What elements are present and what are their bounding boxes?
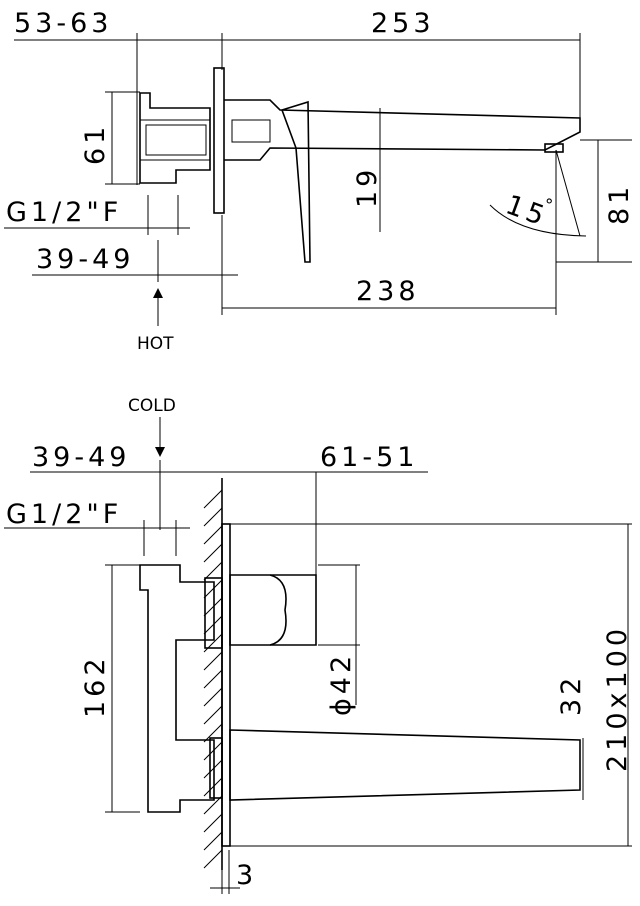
dim-spout-height: 19: [352, 166, 383, 208]
hot-arrow-icon: [153, 288, 163, 326]
dim-lever-reach: 238: [356, 276, 420, 307]
side-view: COLD 39-49 61-51 G1/2"F 162 ϕ42 32 210x1…: [4, 396, 633, 894]
angle-degree-symbol: °: [545, 196, 554, 216]
wall-hatching: [203, 478, 223, 870]
cold-inlet-label: COLD: [128, 396, 176, 416]
top-view: 53-63 253 61 19 G1/2"F 39-49 15 ° 81 238…: [4, 8, 635, 354]
dim-wall-depth: 53-63: [14, 8, 112, 39]
dim-handle-diameter: ϕ42: [326, 652, 357, 716]
dim-offset-top: 39-49: [36, 244, 134, 275]
cold-arrow-icon: [155, 417, 165, 457]
dim-offset-side: 39-49: [32, 442, 130, 473]
dim-body-height-side: 162: [80, 654, 111, 718]
dim-thread-side: G1/2"F: [6, 499, 122, 530]
dim-thread-top: G1/2"F: [6, 197, 122, 228]
faucet-side-body: [139, 523, 581, 847]
dim-spout-reach: 253: [371, 8, 435, 39]
faucet-top-body: [139, 67, 581, 263]
top-dimension-lines: [4, 33, 632, 315]
dim-plate-thickness: 3: [236, 860, 257, 891]
dim-body-height: 61: [80, 123, 111, 165]
hot-inlet-label: HOT: [137, 334, 174, 354]
dim-total-height: 81: [604, 183, 635, 225]
dim-projection: 61-51: [320, 442, 418, 473]
dim-spout-thickness: 32: [556, 674, 587, 716]
